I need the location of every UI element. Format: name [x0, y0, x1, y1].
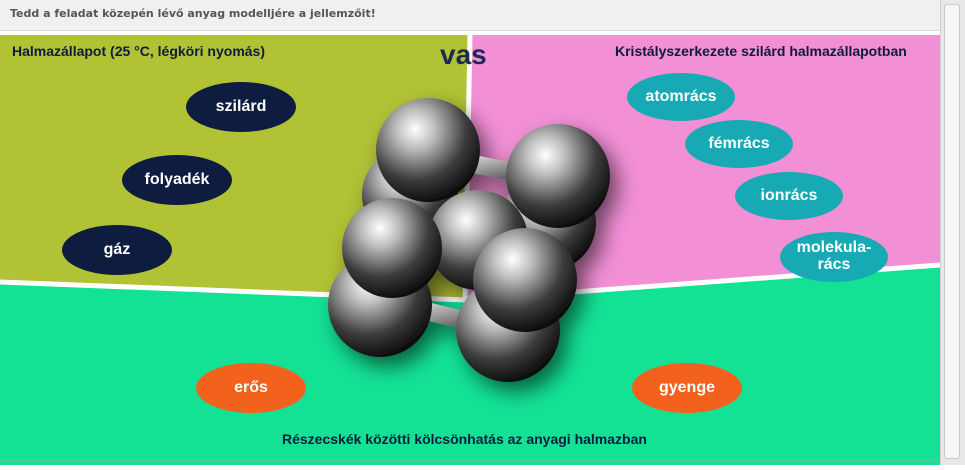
option-ionracs[interactable]: ionrács: [735, 172, 843, 220]
option-eros[interactable]: erős: [196, 363, 306, 413]
scrollbar-thumb[interactable]: [944, 4, 960, 459]
substance-title: vas: [440, 39, 487, 70]
option-atomracs[interactable]: atomrács: [627, 73, 735, 121]
option-gaz[interactable]: gáz: [62, 225, 172, 275]
instruction-bar: Tedd a feladat közepén lévő anyag modell…: [0, 0, 940, 31]
option-molekularacs[interactable]: molekula- rács: [780, 232, 888, 282]
crystal-section-title: Kristályszerkezete szilárd halmazállapot…: [615, 43, 907, 59]
option-folyadek[interactable]: folyadék: [122, 155, 232, 205]
iron-model-icon[interactable]: [328, 98, 610, 382]
interaction-section-title: Részecskék közötti kölcsönhatás az anyag…: [282, 431, 647, 447]
option-szilard[interactable]: szilárd: [186, 82, 296, 132]
instruction-text: Tedd a feladat közepén lévő anyag modell…: [10, 7, 376, 20]
option-femracs[interactable]: fémrács: [685, 120, 793, 168]
option-gyenge[interactable]: gyenge: [632, 363, 742, 413]
exercise-stage: Halmazállapot (25 °C, légköri nyomás) va…: [0, 34, 941, 465]
state-section-title: Halmazállapot (25 °C, légköri nyomás): [12, 43, 266, 59]
